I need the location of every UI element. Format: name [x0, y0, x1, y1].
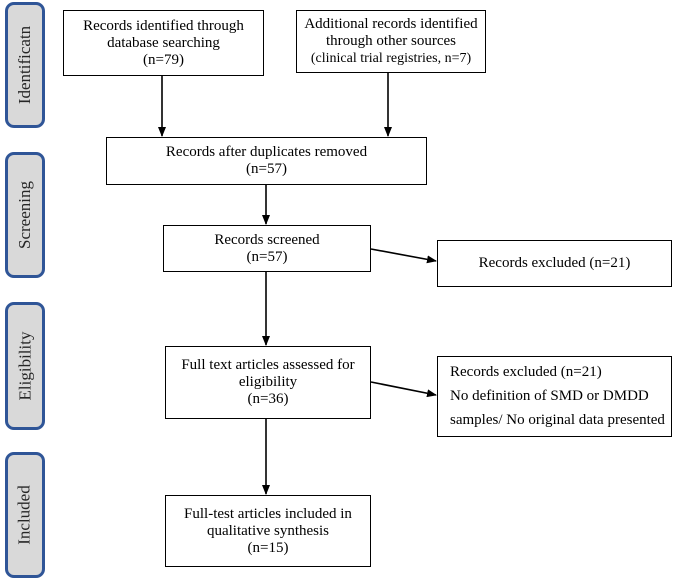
box-records-excluded-fulltext: Records excluded (n=21) No definition of… [437, 356, 672, 437]
stage-tab-included: Included [5, 452, 45, 578]
stage-tab-identification: Identificatn [5, 2, 45, 128]
box-line: samples/ No original data presented [450, 412, 665, 428]
box-line: Full-test articles included in [184, 505, 352, 522]
arrow-fulltext-to-excluded [370, 381, 437, 398]
box-line: Records excluded (n=21) [450, 364, 602, 380]
box-line: Additional records identified [304, 16, 478, 32]
box-line: (n=79) [143, 51, 184, 68]
box-line: (n=36) [247, 391, 289, 407]
box-line: eligibility [238, 374, 298, 390]
box-line: database searching [107, 34, 220, 51]
box-line: Records identified through [83, 17, 244, 34]
stage-tab-screening: Screening [5, 152, 45, 278]
box-line: through other sources [326, 33, 456, 49]
box-line: Records excluded (n=21) [478, 255, 631, 271]
box-line: Full text articles assessed for [181, 357, 355, 373]
box-line: Records after duplicates removed [165, 144, 368, 160]
arrow-screened-to-excluded [370, 248, 437, 264]
stage-tab-eligibility: Eligibility [5, 302, 45, 430]
box-records-screened: Records screened (n=57) [163, 225, 371, 272]
box-line: (n=15) [247, 539, 289, 556]
box-after-duplicates: Records after duplicates removed (n=57) [106, 137, 427, 185]
box-database-search: Records identified through database sear… [63, 10, 264, 76]
box-line: (n=57) [246, 248, 288, 265]
box-line: Records screened [214, 231, 320, 248]
box-line: (clinical trial registries, n=7) [310, 51, 472, 66]
box-line: (n=57) [246, 161, 287, 177]
box-records-excluded-screening: Records excluded (n=21) [437, 240, 672, 287]
box-included-synthesis: Full-test articles included in qualitati… [165, 495, 371, 567]
box-other-sources: Additional records identified through ot… [296, 10, 486, 73]
box-fulltext-assessed: Full text articles assessed for eligibil… [165, 346, 371, 419]
box-line: No definition of SMD or DMDD [450, 388, 649, 404]
box-line: qualitative synthesis [206, 522, 330, 539]
